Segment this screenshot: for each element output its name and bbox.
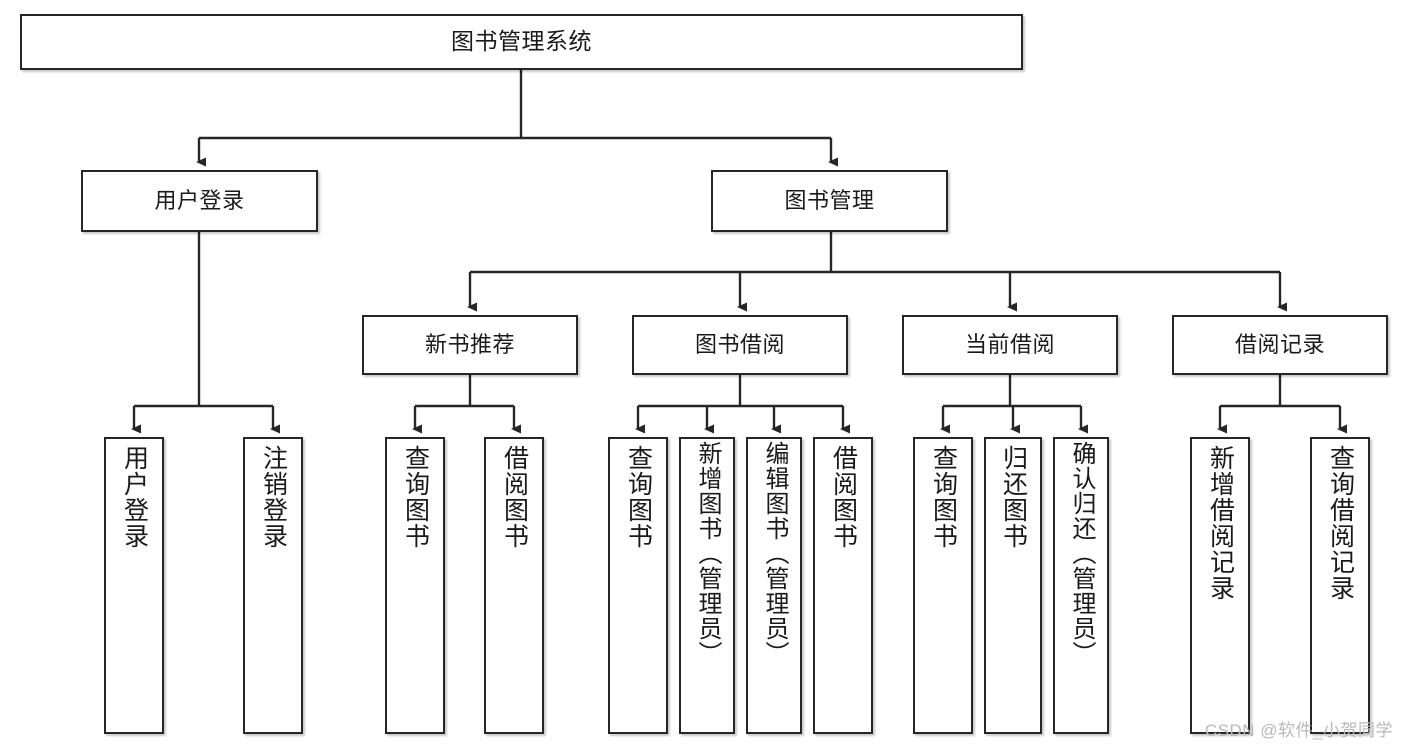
- node-book-manage-label: 图书管理: [784, 188, 875, 214]
- node-borrow-record[interactable]: 借阅记录: [1172, 315, 1388, 375]
- node-leaf-query-record-label: 查询借阅记录: [1326, 445, 1355, 601]
- node-current-borrow-label: 当前借阅: [964, 332, 1055, 358]
- node-leaf-add-record-label: 新增借阅记录: [1206, 445, 1235, 601]
- node-leaf-query-book-2-label: 查询图书: [624, 445, 653, 549]
- node-leaf-edit-book[interactable]: 编辑图书（管理员）: [746, 437, 802, 734]
- node-leaf-confirm-return[interactable]: 确认归还（管理员）: [1053, 437, 1109, 734]
- node-book-borrow[interactable]: 图书借阅: [632, 315, 848, 375]
- node-current-borrow[interactable]: 当前借阅: [902, 315, 1118, 375]
- node-leaf-query-book-1[interactable]: 查询图书: [385, 437, 445, 734]
- node-borrow-record-label: 借阅记录: [1234, 332, 1325, 358]
- node-leaf-edit-book-label: 编辑图书（管理员）: [761, 441, 788, 666]
- node-leaf-user-login[interactable]: 用户登录: [104, 437, 164, 734]
- node-leaf-return-book[interactable]: 归还图书: [984, 437, 1042, 734]
- node-root[interactable]: 图书管理系统: [20, 14, 1023, 70]
- node-leaf-borrow-book-2[interactable]: 借阅图书: [813, 437, 873, 734]
- node-leaf-return-book-label: 归还图书: [999, 445, 1028, 549]
- node-leaf-add-record[interactable]: 新增借阅记录: [1190, 437, 1250, 734]
- node-leaf-query-book-2[interactable]: 查询图书: [608, 437, 668, 734]
- node-leaf-query-record[interactable]: 查询借阅记录: [1310, 437, 1370, 734]
- node-new-book-recommend-label: 新书推荐: [424, 332, 515, 358]
- watermark-text: CSDN @软件_小贺同学: [1204, 721, 1393, 740]
- node-leaf-query-book-3[interactable]: 查询图书: [913, 437, 973, 734]
- node-leaf-add-book-label: 新增图书（管理员）: [694, 441, 721, 666]
- node-leaf-query-book-3-label: 查询图书: [929, 445, 958, 549]
- node-leaf-query-book-1-label: 查询图书: [401, 445, 430, 549]
- node-book-borrow-label: 图书借阅: [694, 332, 785, 358]
- node-user-login[interactable]: 用户登录: [81, 170, 318, 232]
- node-leaf-logout[interactable]: 注销登录: [243, 437, 303, 734]
- node-leaf-borrow-book-2-label: 借阅图书: [829, 445, 858, 549]
- node-leaf-logout-label: 注销登录: [259, 445, 288, 549]
- node-leaf-add-book[interactable]: 新增图书（管理员）: [679, 437, 735, 734]
- node-leaf-confirm-return-label: 确认归还（管理员）: [1068, 441, 1095, 666]
- node-leaf-borrow-book-1[interactable]: 借阅图书: [484, 437, 544, 734]
- node-leaf-borrow-book-1-label: 借阅图书: [500, 445, 529, 549]
- node-user-login-label: 用户登录: [154, 188, 245, 214]
- node-leaf-user-login-label: 用户登录: [120, 445, 149, 549]
- node-book-manage[interactable]: 图书管理: [711, 170, 948, 232]
- node-root-label: 图书管理系统: [451, 28, 592, 55]
- node-new-book-recommend[interactable]: 新书推荐: [362, 315, 578, 375]
